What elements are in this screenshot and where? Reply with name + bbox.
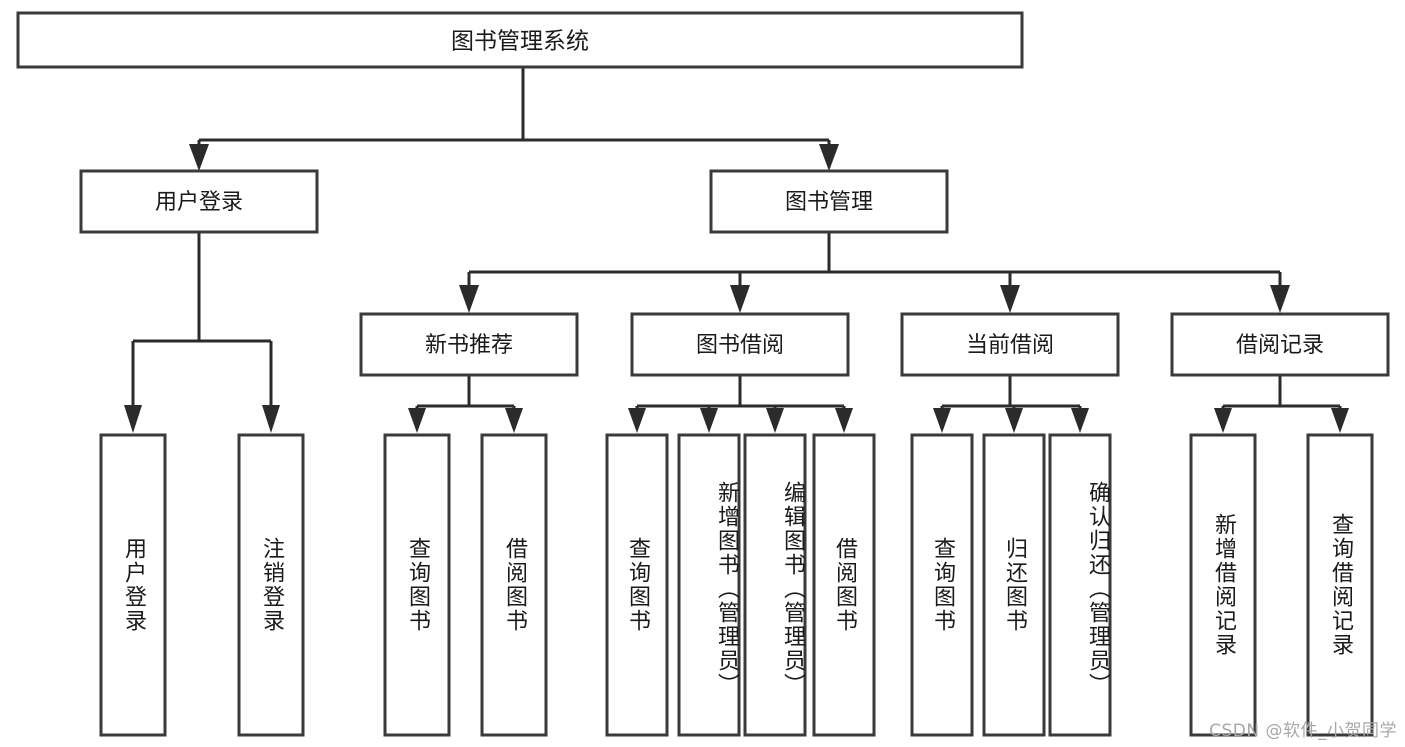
arrow-head-leaf-edit-book-admin: [766, 408, 784, 433]
node-current-borrow-box[interactable]: [900, 312, 1120, 377]
arrow-head-leaf-confirm-return-admin: [1071, 408, 1089, 433]
node-root-box[interactable]: [16, 11, 1024, 69]
arrow-head-user-login: [189, 144, 209, 171]
arrow-head-borrow-record: [1270, 285, 1290, 313]
arrow-head-leaf-return-book: [1005, 408, 1023, 433]
leaf-box-add-borrow-record[interactable]: [1189, 433, 1257, 737]
leaf-box-borrow-book[interactable]: [812, 433, 876, 737]
arrow-head-leaf-query-book-recommend: [408, 408, 426, 433]
leaf-box-edit-book-admin[interactable]: [743, 433, 807, 737]
node-new-book-recommend[interactable]: 新书推荐: [359, 312, 579, 377]
leaf-box-query-book-recommend[interactable]: [383, 433, 451, 737]
arrow-head-leaf-query-book-borrow: [628, 408, 646, 433]
node-current-borrow[interactable]: 当前借阅: [900, 312, 1120, 377]
node-book-management-label: 图书管理: [785, 190, 873, 215]
arrow-head-current-borrow: [1000, 285, 1020, 313]
arrow-head-book-management: [819, 144, 839, 171]
node-user-login-box[interactable]: [79, 169, 319, 234]
node-book-management-box[interactable]: [709, 169, 949, 234]
arrow-head-new-book-recommend: [459, 285, 479, 313]
arrow-head-leaf-user-logout: [262, 405, 280, 433]
node-borrow-record-box[interactable]: [1170, 312, 1390, 377]
node-borrow-record-label: 借阅记录: [1236, 333, 1324, 358]
leaf-box-query-book-borrow[interactable]: [605, 433, 669, 737]
arrow-head-leaf-borrow-book-recommend: [505, 408, 523, 433]
node-user-login-label: 用户登录: [155, 190, 243, 215]
arrow-head-leaf-user-login: [124, 405, 142, 433]
arrow-head-book-borrow: [730, 285, 750, 313]
node-user-login[interactable]: 用户登录: [79, 169, 319, 234]
node-current-borrow-label: 当前借阅: [966, 333, 1054, 358]
node-root[interactable]: 图书管理系统: [16, 11, 1024, 69]
node-root-label: 图书管理系统: [451, 29, 589, 55]
csdn-watermark: CSDN @软件_小贺同学: [1209, 721, 1397, 741]
arrow-head-leaf-add-borrow-record: [1214, 408, 1232, 433]
leaf-box-confirm-return-admin[interactable]: [1048, 433, 1112, 737]
node-book-borrow[interactable]: 图书借阅: [630, 312, 850, 377]
node-new-book-recommend-box[interactable]: [359, 312, 579, 377]
connector-group: [124, 67, 1349, 433]
arrow-head-leaf-borrow-book: [835, 408, 853, 433]
leaf-box-query-borrow-record[interactable]: [1306, 433, 1374, 737]
arrow-head-leaf-query-book-current: [933, 408, 951, 433]
node-book-management[interactable]: 图书管理: [709, 169, 949, 234]
arrow-head-leaf-add-book-admin: [700, 408, 718, 433]
leaf-box-borrow-book-recommend[interactable]: [480, 433, 548, 737]
leaf-box-add-book-admin[interactable]: [677, 433, 741, 737]
leaf-boxes: [99, 433, 1374, 737]
node-book-borrow-label: 图书借阅: [696, 333, 784, 358]
node-new-book-recommend-label: 新书推荐: [425, 333, 513, 358]
node-borrow-record[interactable]: 借阅记录: [1170, 312, 1390, 377]
arrow-head-leaf-query-borrow-record: [1331, 408, 1349, 433]
node-book-borrow-box[interactable]: [630, 312, 850, 377]
leaf-box-return-book[interactable]: [982, 433, 1046, 737]
leaf-box-query-book-current[interactable]: [910, 433, 974, 737]
leaf-box-user-logout[interactable]: [237, 433, 305, 737]
leaf-box-user-login[interactable]: [99, 433, 167, 737]
